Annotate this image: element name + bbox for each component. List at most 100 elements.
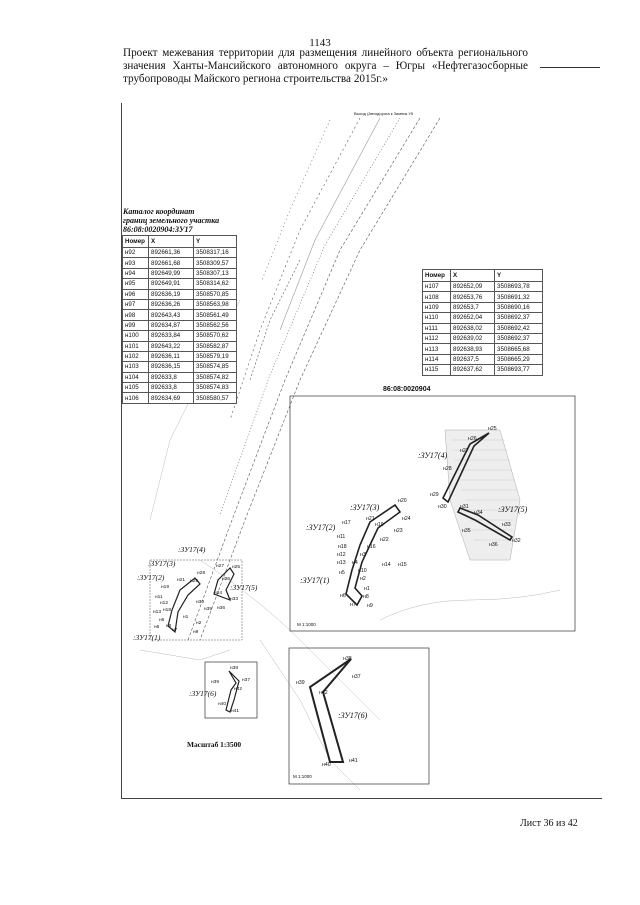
zu-label-4: :ЗУ17(4) (418, 451, 448, 460)
table-cell: 3508665,29 (494, 353, 543, 366)
point-label: н31 (460, 504, 469, 510)
point-label: н38 (343, 656, 352, 662)
parcel-outline-inset (225, 670, 240, 713)
point-label: н1 (183, 614, 189, 620)
point-label: н8 (166, 623, 172, 629)
point-label: н9 (367, 603, 373, 609)
table-cell: 892653,7 (450, 301, 495, 314)
table-cell: н92 (122, 246, 149, 259)
sheet-number: Лист 36 из 42 (520, 818, 578, 829)
table-cell: 3508693,78 (494, 280, 543, 293)
table-cell: 892638,02 (450, 322, 495, 334)
table-cell: 3508690,16 (494, 301, 543, 314)
table-cell: 3508570,85 (193, 288, 237, 300)
table-header: Y (494, 269, 543, 282)
table-header: X (148, 235, 194, 248)
table-cell: 3508692,37 (494, 312, 543, 324)
table-cell: н114 (422, 353, 451, 366)
table-cell: 892649,91 (148, 278, 194, 290)
zu-label-2: :ЗУ17(2) (306, 523, 336, 532)
table-cell: 3508665,68 (494, 343, 543, 355)
table-cell: н95 (122, 278, 149, 290)
detail2-zu-6: :ЗУ17(6) (338, 711, 368, 720)
table-cell: н97 (122, 298, 149, 311)
point-label: н11 (155, 594, 163, 600)
point-label: н5 (159, 617, 165, 623)
point-label: н35 (204, 606, 212, 612)
table-cell: н96 (122, 288, 149, 300)
point-label: н35 (462, 528, 471, 534)
table-cell: 3508693,77 (494, 364, 543, 376)
point-label: н30 (438, 504, 447, 510)
catalog-cadastral: 86:08:0020904:ЗУ17 (123, 225, 193, 234)
table-cell: 892634,69 (148, 392, 194, 404)
point-label: н12 (160, 600, 168, 606)
table-cell: 3508314,62 (193, 278, 237, 290)
table-cell: н106 (122, 392, 149, 404)
table-cell: 892643,43 (148, 309, 194, 321)
table-cell: 892653,76 (450, 291, 495, 303)
table-cell: н108 (422, 291, 451, 303)
table-cell: 3508574,82 (193, 371, 237, 384)
point-label: н25 (488, 426, 497, 432)
point-label: н33 (230, 596, 238, 602)
main-zu-3: :ЗУ17(3) (148, 559, 176, 568)
table-cell: н99 (122, 319, 149, 332)
point-label: н39 (296, 680, 305, 686)
table-cell: 3508574,83 (193, 382, 237, 394)
main-zu-2: :ЗУ17(2) (137, 573, 165, 582)
point-label: н6 (340, 593, 346, 599)
point-label: н13 (153, 609, 161, 615)
table-cell: 3508692,37 (494, 332, 543, 345)
title-underline (540, 67, 600, 68)
point-label: н26 (468, 436, 477, 442)
table-cell: н104 (122, 371, 149, 384)
table-cell: н101 (122, 340, 149, 352)
table-cell: н115 (422, 364, 451, 376)
table-cell: н113 (422, 343, 451, 355)
point-label: н19 (375, 522, 384, 528)
point-label: н17 (342, 520, 351, 526)
point-label: н21 (177, 577, 185, 583)
point-label: н28 (197, 570, 205, 576)
point-label: н37 (242, 677, 250, 683)
table-cell: 892652,04 (450, 312, 495, 324)
table-cell: 892637,62 (450, 364, 495, 376)
zu-label-3: :ЗУ17(3) (350, 503, 380, 512)
zu-label-1: :ЗУ17(1) (300, 576, 330, 585)
detail-scale-2: М 1:1000 (293, 774, 312, 779)
table-cell: 3508317,16 (193, 246, 237, 259)
table-cell: 3508582,87 (193, 340, 237, 352)
table-cell: н107 (422, 280, 451, 293)
parcel-outlines-detail (345, 432, 514, 607)
table-header: X (450, 269, 495, 282)
table-cell: 3508692,42 (494, 322, 543, 334)
table-cell: н109 (422, 301, 451, 314)
table-cell: 3508307,13 (193, 267, 237, 280)
table-cell: 3508309,57 (193, 257, 237, 269)
point-label: н9 (193, 629, 199, 635)
table-cell: 892636,11 (148, 350, 194, 363)
table-header: Номер (422, 269, 451, 282)
table-cell: 3508691,32 (494, 291, 543, 303)
point-label: н6 (154, 624, 160, 630)
table-header: Y (193, 235, 237, 248)
point-label: н18 (163, 607, 171, 613)
catalog-title-line1: Каталог координат (123, 207, 195, 216)
table-cell: 892633,8 (148, 382, 194, 394)
